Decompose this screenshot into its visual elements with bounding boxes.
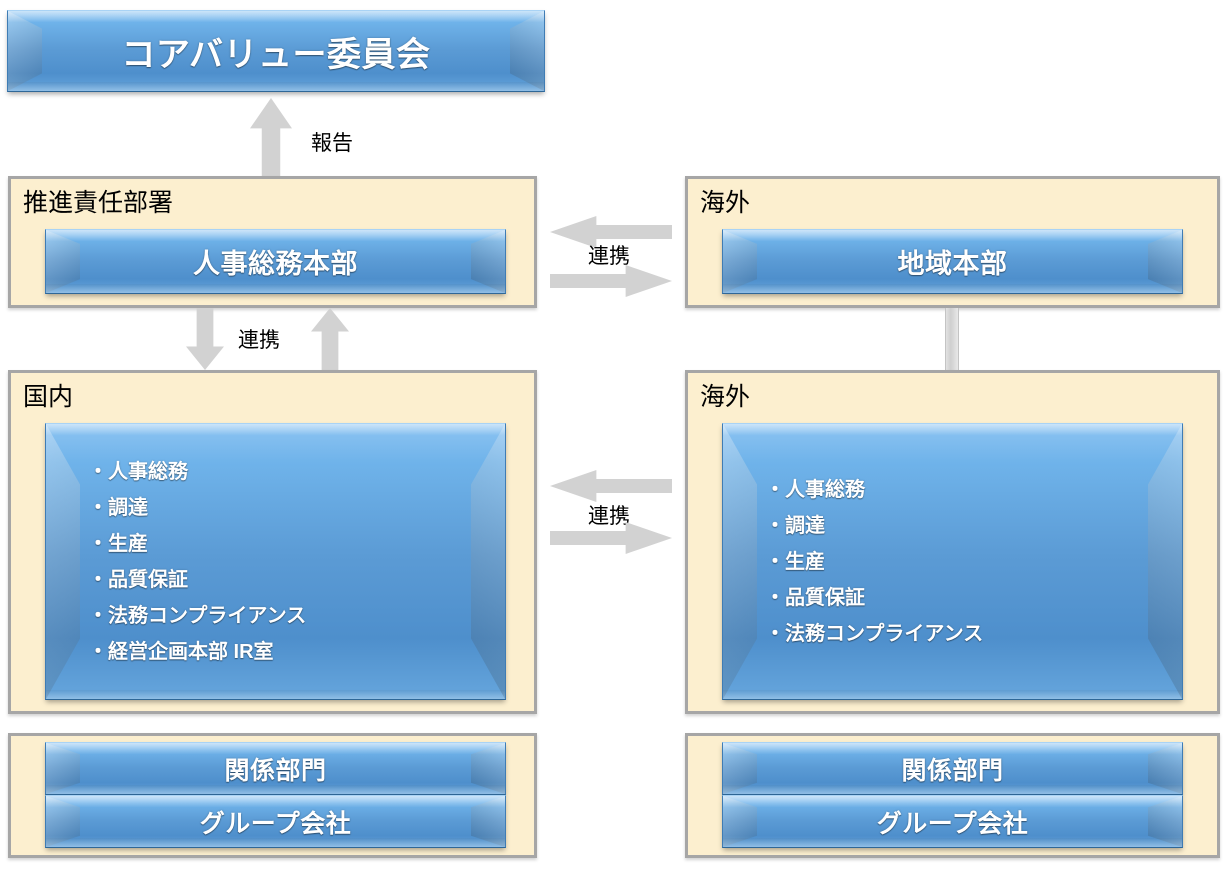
regional-hq-label: 地域本部	[897, 249, 1008, 279]
link-label-vertical-left: 連携	[238, 328, 280, 352]
panel-overseas-title: 海外	[700, 384, 751, 411]
panel-overseas-hq-title: 海外	[700, 190, 751, 217]
domestic-functions-list: ・人事総務 ・調達 ・生産 ・品質保証 ・法務コンプライアンス ・経営企画本部 …	[46, 454, 505, 670]
panel-overseas-regional-hq: 海外 地域本部	[685, 176, 1220, 308]
group-company-box-right[interactable]: グループ会社	[722, 795, 1183, 848]
related-department-label-right: 関係部門	[901, 756, 1004, 785]
panel-related-departments-left: 関係部門 グループ会社	[8, 733, 537, 858]
regional-hq-box[interactable]: 地域本部	[722, 229, 1183, 294]
panel-promotion-title: 推進責任部署	[23, 190, 174, 217]
list-item: ・生産	[88, 532, 148, 555]
hr-general-affairs-hq-label: 人事総務本部	[193, 249, 358, 279]
panel-domestic-title: 国内	[23, 384, 74, 411]
link-arrow-down-left-icon	[186, 308, 224, 370]
overseas-functions-box[interactable]: ・人事総務 ・調達 ・生産 ・品質保証 ・法務コンプライアンス	[722, 423, 1183, 700]
report-arrow-label: 報告	[311, 131, 353, 155]
overseas-functions-list: ・人事総務 ・調達 ・生産 ・品質保証 ・法務コンプライアンス	[723, 472, 1182, 652]
panel-promotion-department: 推進責任部署 人事総務本部	[8, 176, 537, 308]
list-item: ・経営企画本部 IR室	[88, 640, 274, 663]
list-item: ・人事総務	[765, 478, 865, 501]
link-arrow-left-bottom-icon	[550, 470, 672, 502]
list-item: ・品質保証	[88, 568, 188, 591]
list-item: ・生産	[765, 550, 825, 573]
list-item: ・調達	[765, 514, 825, 537]
related-department-label-left: 関係部門	[224, 756, 327, 785]
panel-domestic: 国内 ・人事総務 ・調達 ・生産 ・品質保証 ・法務コンプライアンス ・経営企画…	[8, 370, 537, 714]
panel-overseas: 海外 ・人事総務 ・調達 ・生産 ・品質保証 ・法務コンプライアンス	[685, 370, 1220, 714]
domestic-functions-box[interactable]: ・人事総務 ・調達 ・生産 ・品質保証 ・法務コンプライアンス ・経営企画本部 …	[45, 423, 506, 700]
overseas-hq-to-overseas-connector	[945, 308, 959, 370]
group-company-box-left[interactable]: グループ会社	[45, 795, 506, 848]
report-arrow-up-icon	[250, 98, 292, 178]
core-value-committee-box[interactable]: コアバリュー委員会	[7, 10, 545, 92]
link-label-bottom: 連携	[588, 504, 630, 528]
group-company-label-right: グループ会社	[876, 809, 1029, 838]
hr-general-affairs-hq-box[interactable]: 人事総務本部	[45, 229, 506, 294]
related-department-box-right[interactable]: 関係部門	[722, 742, 1183, 795]
panel-related-departments-right: 関係部門 グループ会社	[685, 733, 1220, 858]
list-item: ・法務コンプライアンス	[765, 622, 984, 645]
link-arrow-up-left-icon	[311, 308, 349, 370]
list-item: ・法務コンプライアンス	[88, 604, 307, 627]
list-item: ・調達	[88, 496, 148, 519]
core-value-committee-label: コアバリュー委員会	[121, 35, 431, 74]
related-department-box-left[interactable]: 関係部門	[45, 742, 506, 795]
list-item: ・人事総務	[88, 460, 188, 483]
list-item: ・品質保証	[765, 586, 865, 609]
group-company-label-left: グループ会社	[199, 809, 352, 838]
link-label-top: 連携	[588, 244, 630, 268]
